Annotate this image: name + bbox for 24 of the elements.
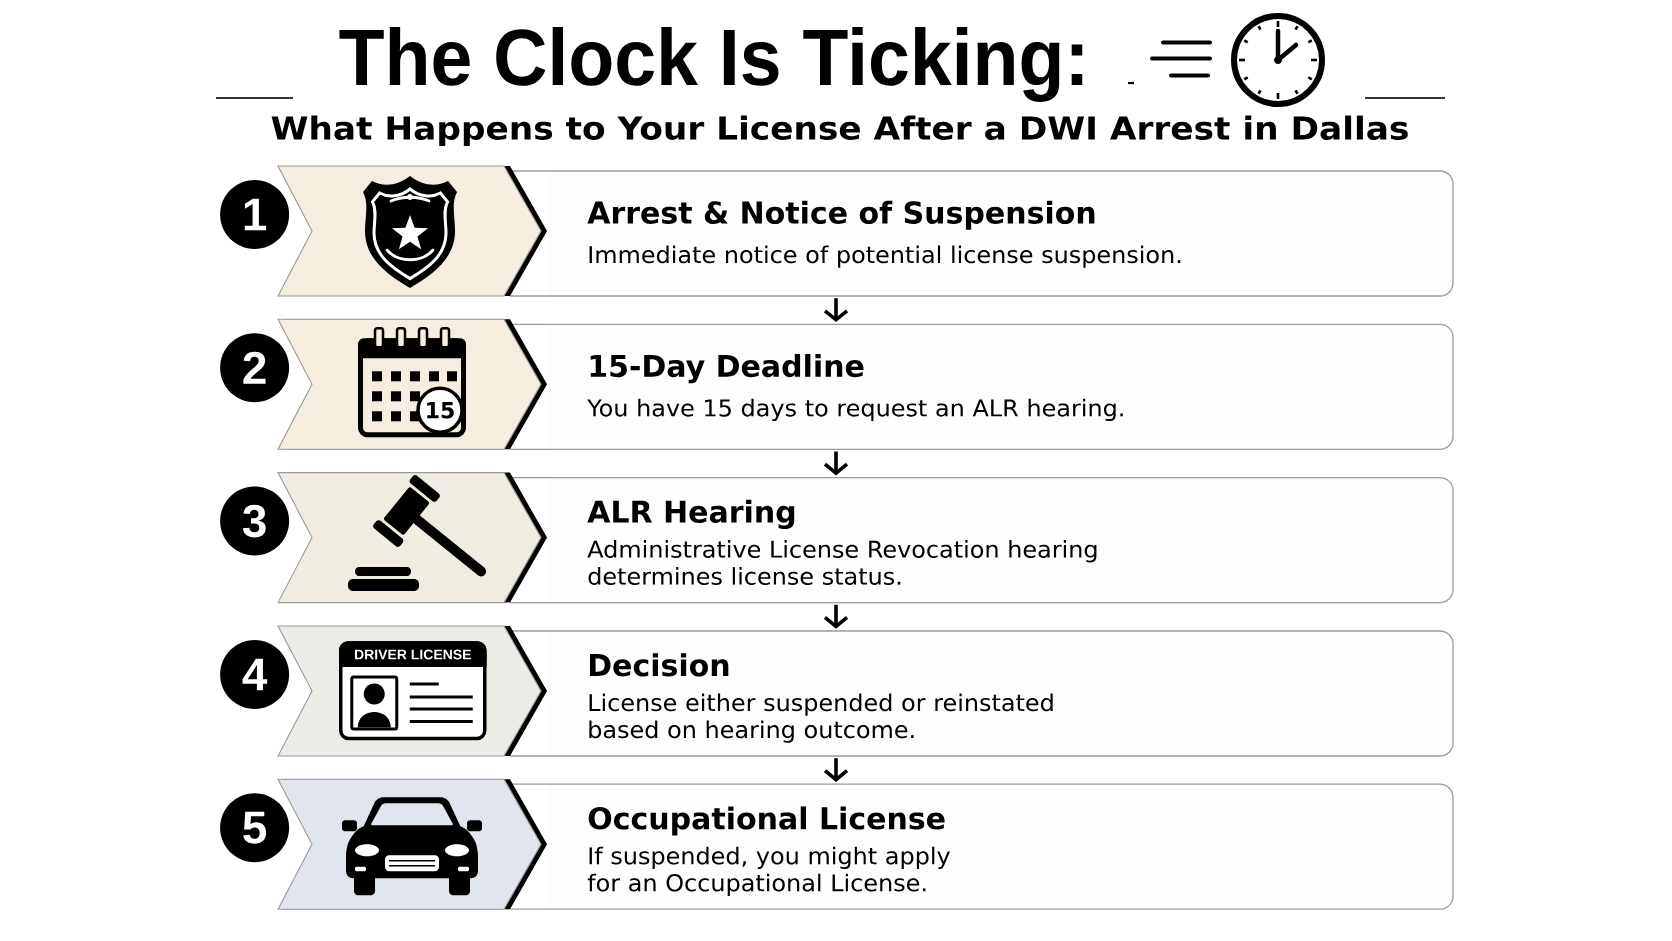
step-card xyxy=(546,783,1454,910)
date-number: 15 xyxy=(427,402,454,419)
step-description: License either suspended or reinstated based on hearing outcome. xyxy=(589,693,1053,743)
step-description: Administrative License Revocation hearing determines license status. xyxy=(587,540,1097,585)
step-description: You have 15 days to request an ALR hearing. xyxy=(587,398,1123,422)
step-card xyxy=(546,323,1454,450)
step-card xyxy=(546,630,1454,757)
step-number: 2 xyxy=(220,333,290,403)
step-title: ALR Hearing xyxy=(587,499,795,530)
step-title: Arrest & Notice of Suspension xyxy=(587,200,1095,230)
step-number: 1 xyxy=(220,180,290,249)
step-description: Immediate notice of potential license suspension. xyxy=(589,245,1181,268)
step-number: 5 xyxy=(220,793,290,863)
step-description: If suspended, you might apply for an Occupational License. xyxy=(587,846,950,896)
step-card xyxy=(546,476,1454,604)
title: The Clock Is Ticking: xyxy=(339,27,1083,102)
subtitle: What Happens to Your License After a DWI Arrest in Dallas xyxy=(271,115,1408,147)
step-title: Decision xyxy=(589,653,729,677)
step-title: 15-Day Deadline xyxy=(590,354,864,384)
step-number: 4 xyxy=(220,640,290,709)
step-card xyxy=(546,170,1454,297)
step-title: Occupational License xyxy=(588,806,945,836)
id-card-title: DRIVER LICENSE xyxy=(354,649,471,660)
step-number: 3 xyxy=(220,486,290,556)
